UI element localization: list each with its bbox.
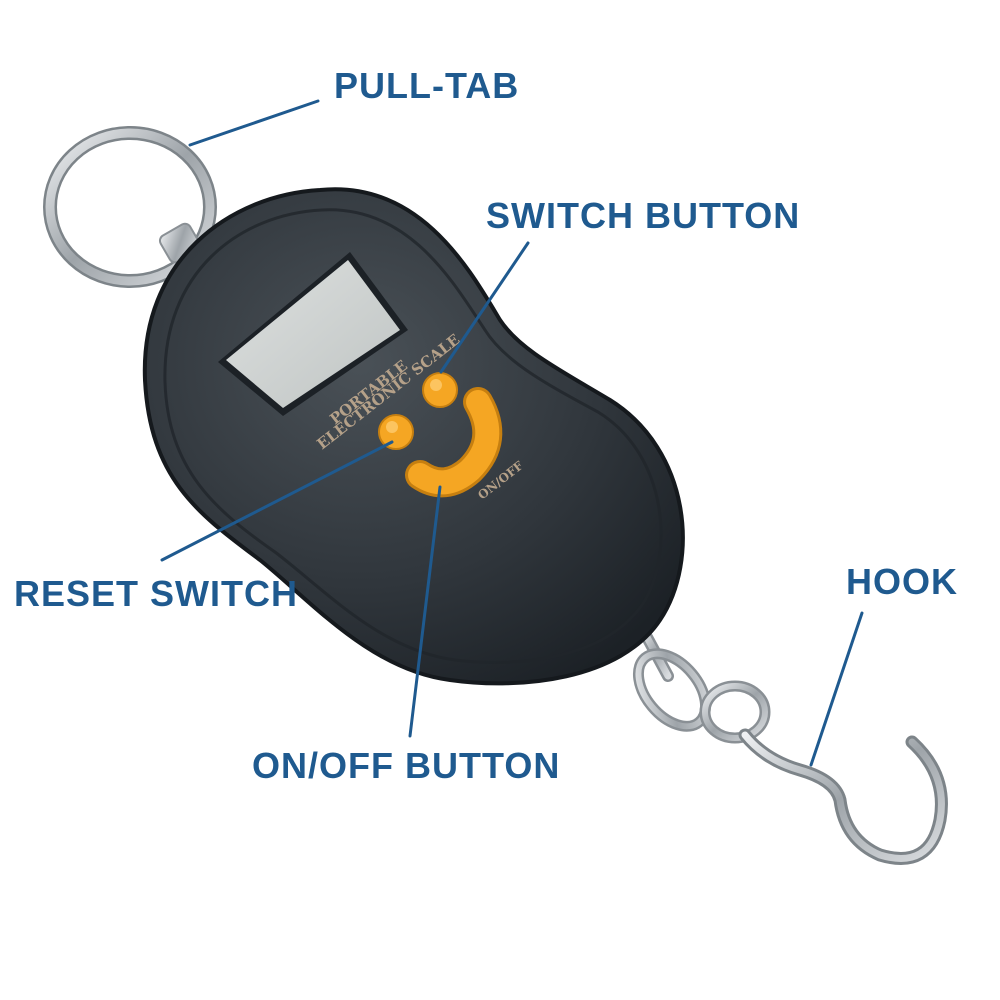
label-reset-switch: RESET SWITCH bbox=[14, 573, 299, 614]
lcd-display bbox=[218, 252, 408, 416]
hook bbox=[632, 622, 948, 865]
on-off-button[interactable] bbox=[405, 387, 503, 498]
leader-on-off-button bbox=[408, 485, 442, 738]
label-hook: HOOK bbox=[846, 561, 958, 602]
leader-reset-switch bbox=[160, 440, 394, 562]
pull-tab-ring bbox=[43, 126, 217, 288]
label-on-off-button: ON/OFF BUTTON bbox=[252, 745, 561, 786]
label-switch-button: SWITCH BUTTON bbox=[486, 195, 801, 236]
label-pull-tab: PULL-TAB bbox=[334, 65, 520, 106]
switch-button[interactable] bbox=[422, 372, 458, 408]
leader-hook bbox=[809, 611, 864, 767]
leader-pull-tab bbox=[188, 99, 320, 147]
leader-switch-button bbox=[439, 241, 530, 374]
leader-lines bbox=[160, 99, 864, 767]
reset-switch[interactable] bbox=[378, 414, 414, 450]
